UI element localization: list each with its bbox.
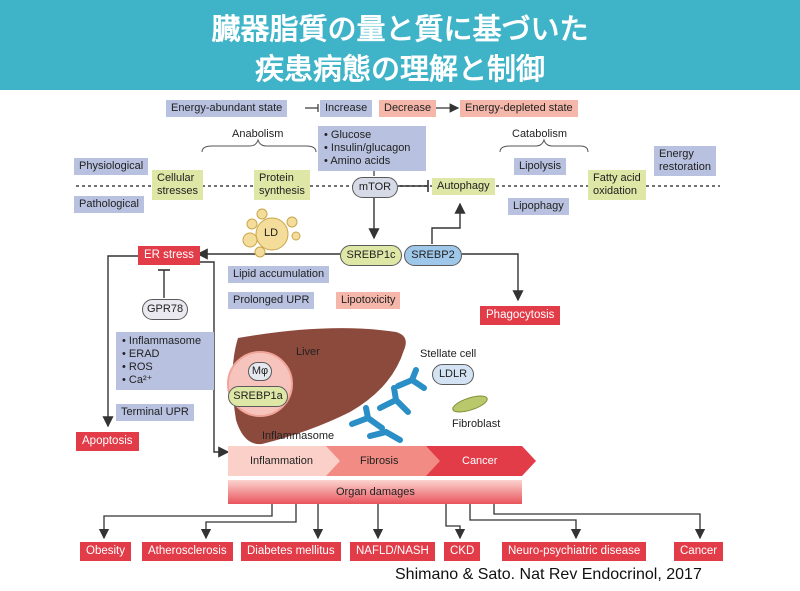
fibrosis-label: Fibrosis: [360, 455, 399, 467]
lipid-accumulation-label: Lipid accumulation: [228, 266, 330, 283]
outcome-box: NAFLD/NASH: [350, 542, 435, 561]
fibroblast-label: Fibroblast: [452, 418, 501, 430]
input-item: Glucose: [324, 129, 420, 142]
lipid-droplets: [242, 208, 301, 258]
gpr78-node: GPR78: [142, 299, 188, 320]
outcome-box: Neuro-psychiatric disease: [502, 542, 647, 561]
prolonged-upr-label: Prolonged UPR: [228, 292, 315, 309]
cancer-stage-label: Cancer: [462, 455, 498, 467]
macrophage-node: Mφ: [248, 362, 272, 381]
ld-label: LD: [264, 227, 279, 239]
decrease-label: Decrease: [379, 100, 437, 117]
fibrosis-arrow: [326, 446, 444, 476]
stress-item: ERAD: [122, 348, 208, 361]
title-line-1: 臓器脂質の量と質に基づいた: [211, 12, 589, 46]
input-item: Amino acids: [324, 155, 420, 168]
anabolism-label: Anabolism: [232, 128, 284, 140]
arrow-srebp2-phagocytosis: [462, 253, 524, 302]
lipophagy-label: Lipophagy: [508, 198, 569, 215]
physiological-label: Physiological: [74, 158, 149, 175]
lipotoxicity-label: Lipotoxicity: [336, 292, 401, 309]
er-stress-box: ER stress: [138, 246, 200, 265]
outcome-box: Atherosclerosis: [142, 542, 233, 561]
cancer-arrow: [426, 446, 536, 476]
input-list: Glucose Insulin/glucagon Amino acids: [318, 126, 426, 171]
input-item: Insulin/glucagon: [324, 142, 420, 155]
inflammation-label: Inflammation: [250, 455, 313, 467]
stress-item: Inflammasome: [122, 335, 208, 348]
outcome-box: CKD: [444, 542, 481, 561]
fibroblast-shape: [452, 395, 488, 413]
phagocytosis-box: Phagocytosis: [480, 306, 561, 325]
srebp1c-node: SREBP1c: [340, 245, 402, 266]
terminal-upr-label: Terminal UPR: [116, 404, 194, 421]
inflammation-arrow: [228, 446, 344, 476]
autophagy-box: Autophagy: [432, 178, 495, 195]
title-banner: 臓器脂質の量と質に基づいた 疾患病態の理解と制御: [0, 0, 800, 90]
energy-depleted-label: Energy-depleted state: [460, 100, 578, 117]
mtor-node: mTOR: [352, 177, 398, 198]
stellate-cell-label: Stellate cell: [420, 348, 477, 360]
stress-list: Inflammasome ERAD ROS Ca²⁺: [116, 332, 214, 390]
citation: Shimano & Sato. Nat Rev Endocrinol, 2017: [395, 566, 702, 583]
srebp2-node: SREBP2: [404, 245, 462, 266]
inflammasome-label: Inflammasome: [262, 430, 335, 442]
outcome-box: Cancer: [674, 542, 724, 561]
catabolism-label: Catabolism: [512, 128, 568, 140]
protein-synthesis-box: Protein synthesis: [254, 170, 310, 200]
increase-label: Increase: [320, 100, 373, 117]
pathological-label: Pathological: [74, 196, 144, 213]
stress-item: Ca²⁺: [122, 374, 208, 387]
anabolism-brace: [201, 138, 317, 153]
title-line-2: 疾患病態の理解と制御: [254, 52, 545, 86]
cellular-stresses-box: Cellular stresses: [152, 170, 203, 200]
arrow-srebp2-autophagy: [431, 202, 466, 244]
fatty-acid-oxidation-box: Fatty acid oxidation: [588, 170, 646, 200]
arrow-er-stress-apoptosis: [102, 255, 138, 428]
srebp1a-node: SREBP1a: [228, 386, 288, 407]
liver-label: Liver: [296, 346, 320, 358]
catabolism-brace: [499, 138, 589, 153]
ldlr-node: LDLR: [432, 364, 474, 385]
outcome-box: Obesity: [80, 542, 131, 561]
apoptosis-box: Apoptosis: [76, 432, 139, 451]
organ-damages-bar: [228, 480, 522, 504]
stellate-cell-shapes: [349, 367, 427, 443]
stress-item: ROS: [122, 361, 208, 374]
outcome-box: Diabetes mellitus: [241, 542, 341, 561]
arrow-er-stress-inflammation: [200, 261, 230, 458]
energy-abundant-label: Energy-abundant state: [166, 100, 288, 117]
lipolysis-label: Lipolysis: [514, 158, 567, 175]
organ-damages-label: Organ damages: [336, 486, 415, 498]
energy-restoration-label: Energy restoration: [654, 146, 716, 176]
